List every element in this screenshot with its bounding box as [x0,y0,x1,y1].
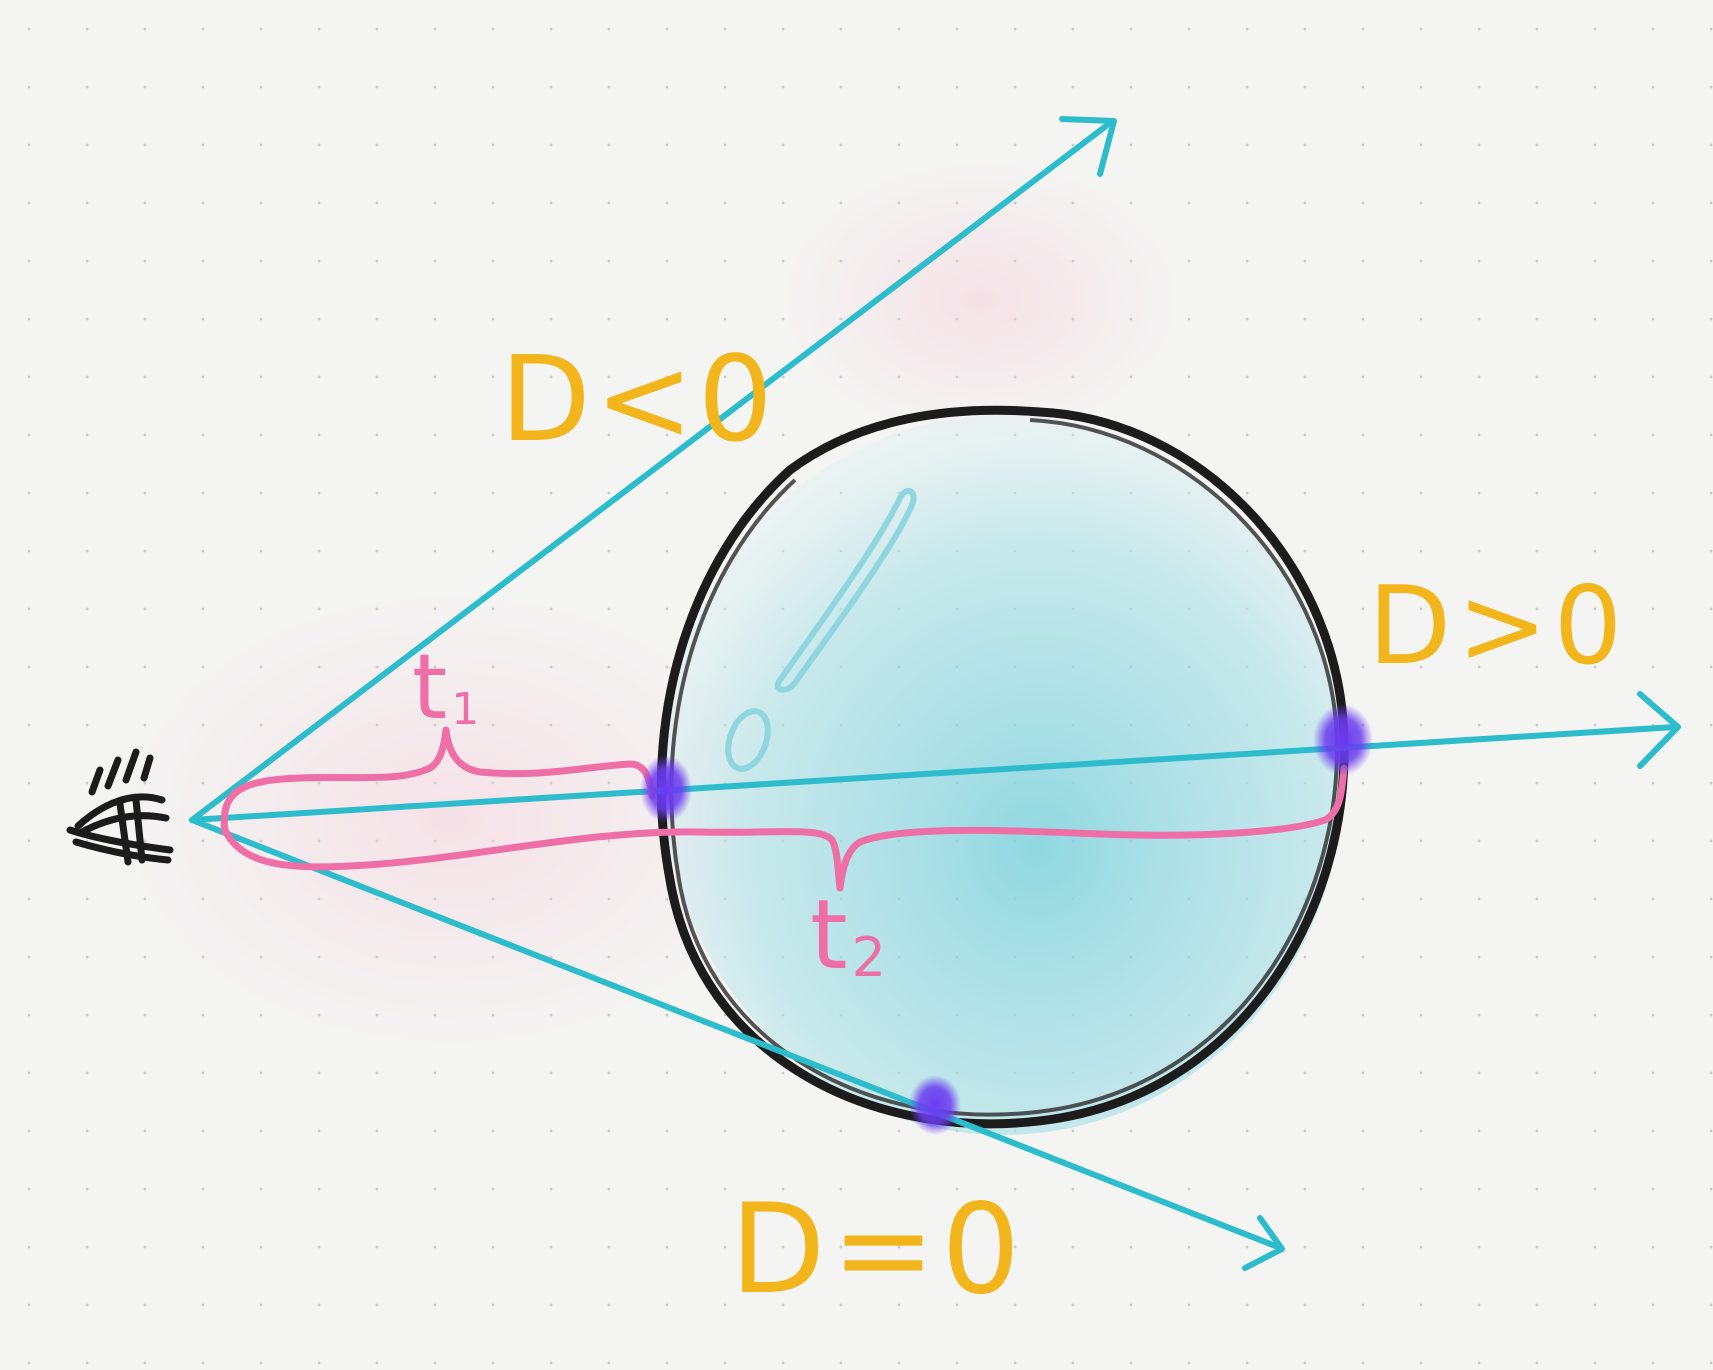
pink-wash-top [780,160,1180,440]
sphere [656,405,1349,1135]
label-t1-sub: 1 [451,684,479,735]
sphere-highlight-streak [774,488,917,693]
label-d-negative: D<0 [500,330,777,468]
ray-tangent [189,817,1281,1250]
ray-miss [189,120,1113,823]
ray-hit [189,724,1678,823]
distance-brackets [220,726,1348,892]
sphere-fill [663,415,1343,1135]
intersection-exit [1313,704,1373,776]
label-t2: t2 [810,879,886,991]
sphere-outline-second-pass [669,418,1339,1117]
label-t1-base: t [412,635,447,740]
eye-icon [66,748,174,866]
intersection-points [640,704,1373,1135]
pink-wash [120,590,780,1050]
bracket-t1 [220,726,656,836]
ray-miss-arrowhead [1059,116,1117,177]
label-d-zero: D=0 [730,1178,1026,1322]
sphere-highlight-dot [725,708,771,772]
label-d-positive: D>0 [1368,564,1628,689]
rays [189,116,1681,1271]
label-t1: t1 [412,635,479,740]
sphere-outline [656,405,1349,1129]
intersection-entry [640,755,692,823]
intersection-tangent [909,1075,961,1135]
bracket-t2 [221,764,1348,892]
label-t2-sub: 2 [852,926,886,989]
ray-hit-arrowhead [1637,691,1681,769]
ray-tangent-arrowhead [1242,1215,1285,1271]
label-t2-base: t [810,879,848,991]
